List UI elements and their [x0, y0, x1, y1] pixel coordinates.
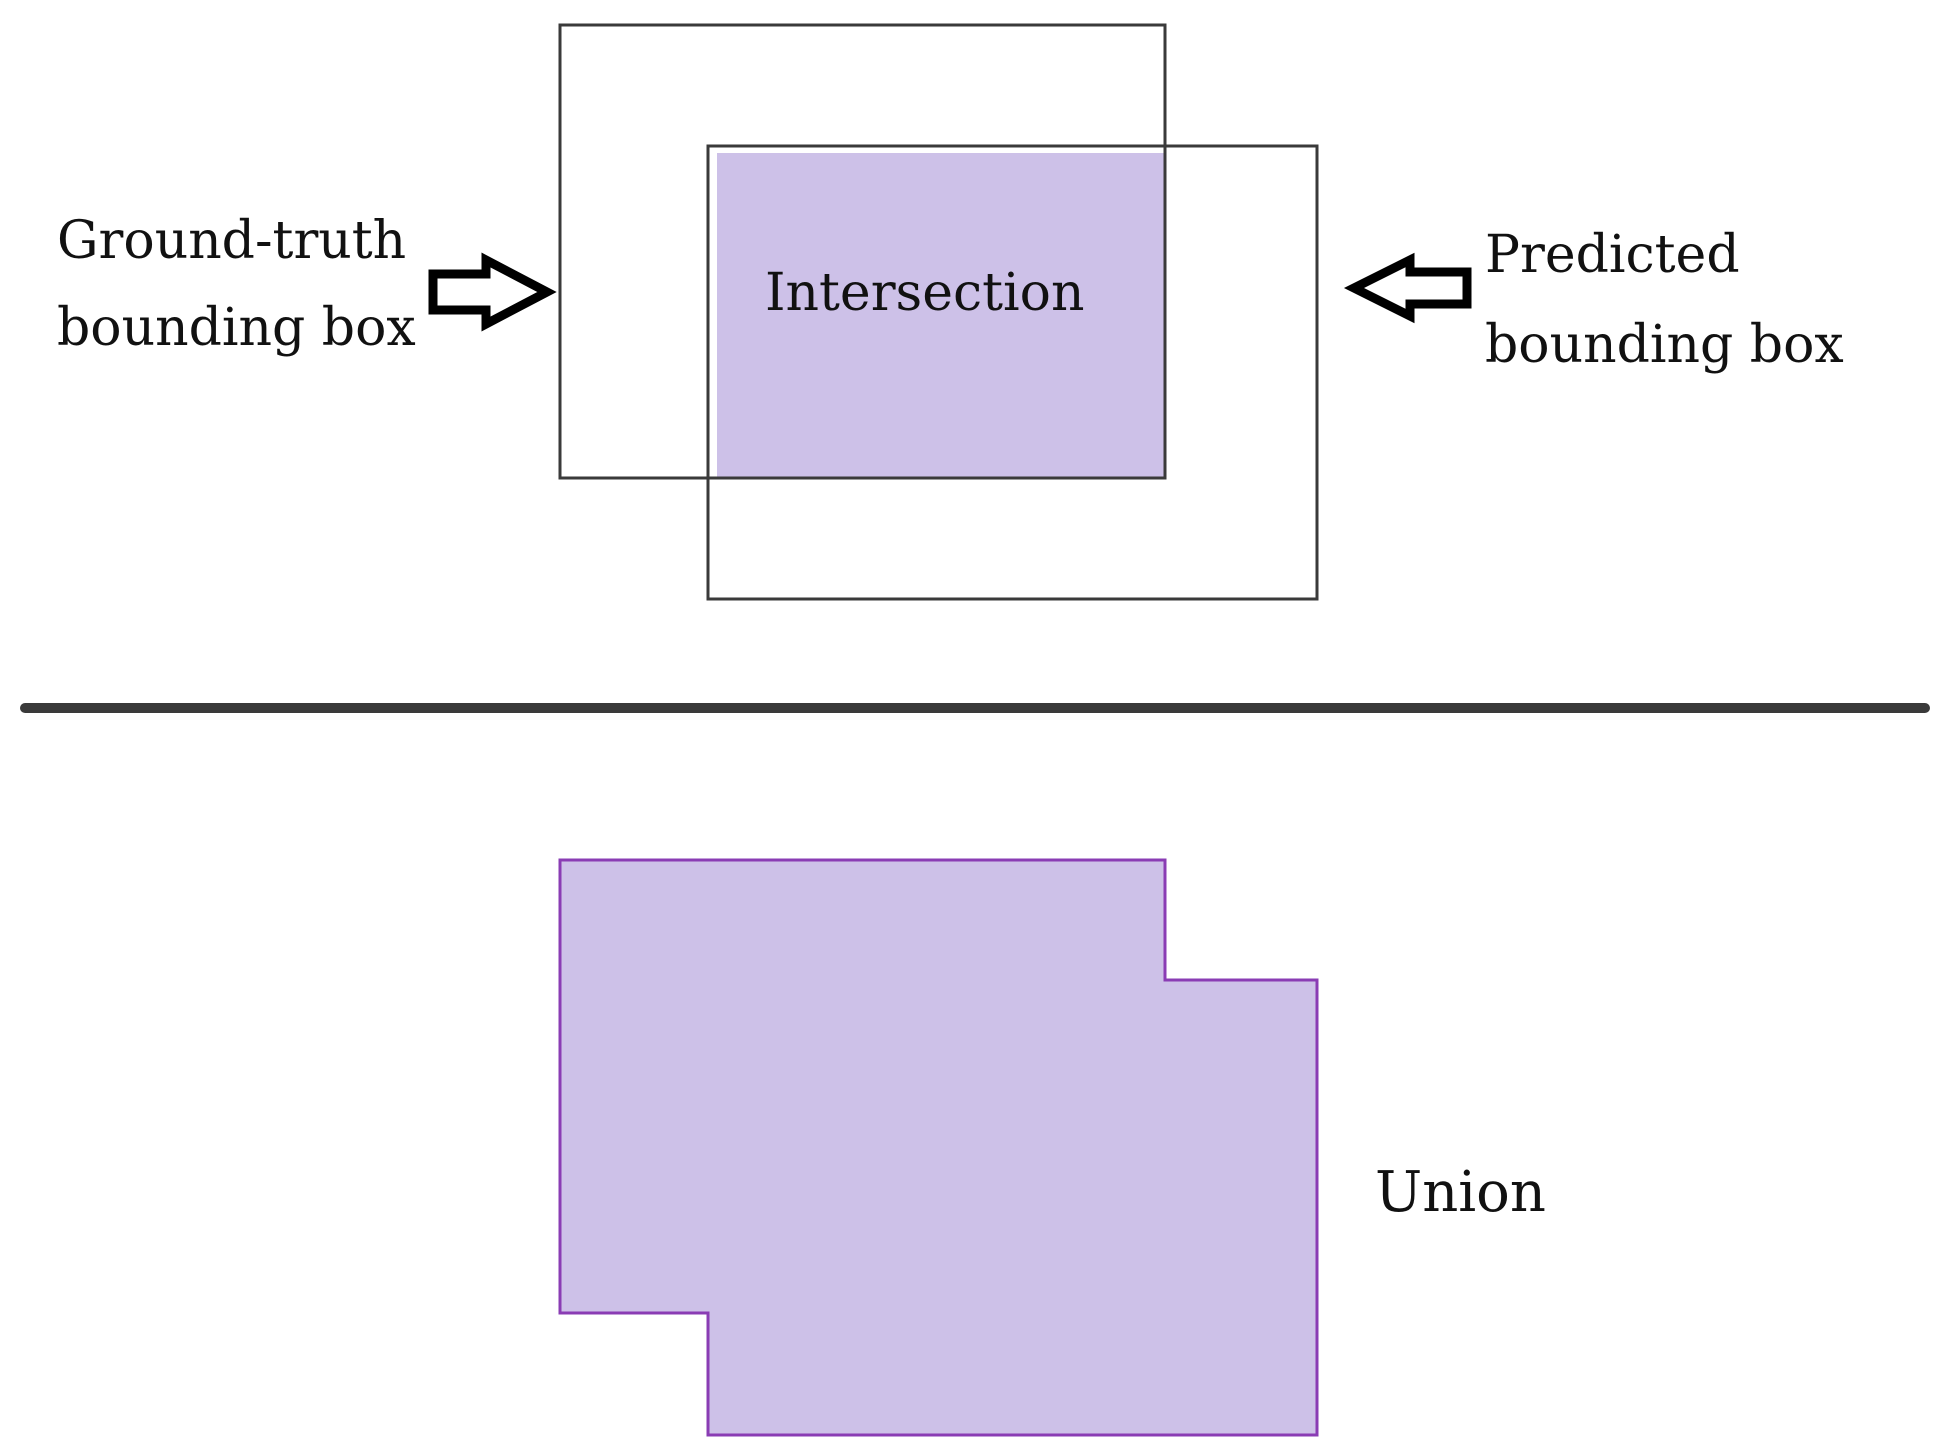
arrow-right-icon [428, 252, 557, 332]
union-panel: Union [558, 858, 1546, 1437]
predicted-label-line2: bounding box [1485, 315, 1844, 375]
ground-truth-label-line2: bounding box [57, 298, 416, 358]
intersection-region [717, 153, 1164, 478]
predicted-label-line1: Predicted [1485, 225, 1740, 285]
intersection-panel: Intersection Ground-truth bounding box P… [57, 23, 1844, 601]
arrow-left-icon [1343, 252, 1472, 324]
ground-truth-label-line1: Ground-truth [57, 211, 406, 271]
union-label: Union [1375, 1160, 1546, 1225]
intersection-label: Intersection [765, 263, 1084, 323]
predicted-box [706, 144, 1319, 601]
ground-truth-box [558, 23, 1167, 480]
union-region [558, 858, 1319, 1437]
